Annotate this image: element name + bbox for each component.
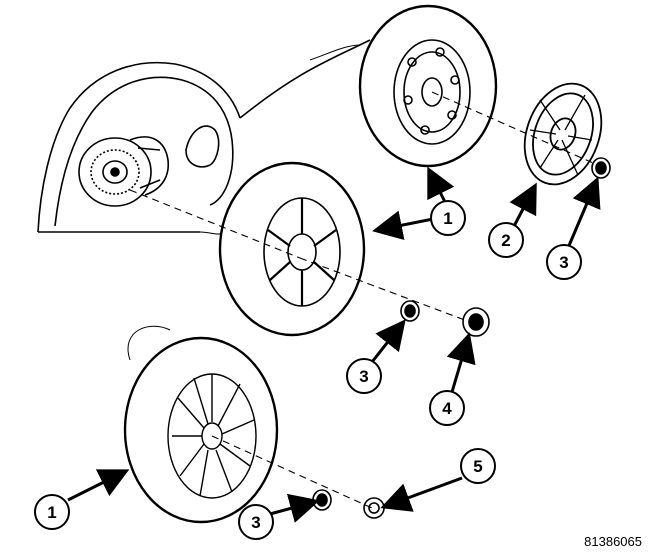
callout-5-cap-ring: 5 bbox=[460, 448, 496, 484]
callout-3-middle: 3 bbox=[346, 358, 382, 394]
lug-nut-top bbox=[591, 157, 611, 179]
svg-text:4: 4 bbox=[442, 399, 452, 418]
center-cap bbox=[462, 307, 490, 337]
leader-arrows bbox=[67, 166, 601, 523]
connector-curves bbox=[127, 44, 361, 361]
figure-id: 81386065 bbox=[584, 534, 642, 549]
middle-wheel-rim bbox=[263, 197, 341, 307]
alignment-lines bbox=[129, 91, 601, 509]
callout-1-bottom: 1 bbox=[34, 494, 70, 530]
callout-3-bottom: 3 bbox=[238, 504, 274, 540]
lug-nut-middle bbox=[400, 300, 420, 322]
callout-4-center-cap: 4 bbox=[429, 390, 465, 426]
bottom-wheel-rim bbox=[167, 373, 257, 499]
callout-3-top: 3 bbox=[546, 244, 582, 280]
svg-text:2: 2 bbox=[501, 231, 510, 250]
middle-wheel-tire bbox=[218, 161, 366, 337]
fender-outline bbox=[37, 39, 371, 233]
svg-text:1: 1 bbox=[47, 503, 56, 522]
svg-text:3: 3 bbox=[251, 513, 260, 532]
bottom-wheel-tire bbox=[123, 336, 279, 524]
center-cap-ring bbox=[363, 497, 385, 519]
hub-cap bbox=[523, 82, 603, 186]
svg-text:5: 5 bbox=[473, 457, 482, 476]
brake-rotor bbox=[78, 136, 170, 207]
callout-2-hub-cap: 2 bbox=[488, 222, 524, 258]
svg-text:3: 3 bbox=[359, 367, 368, 386]
callout-1-top: 1 bbox=[430, 200, 466, 236]
svg-text:3: 3 bbox=[559, 253, 568, 272]
top-wheel-tire bbox=[358, 4, 498, 168]
lug-nut-bottom bbox=[312, 489, 332, 511]
top-wheel-rim bbox=[393, 39, 471, 145]
svg-text:1: 1 bbox=[443, 209, 452, 228]
